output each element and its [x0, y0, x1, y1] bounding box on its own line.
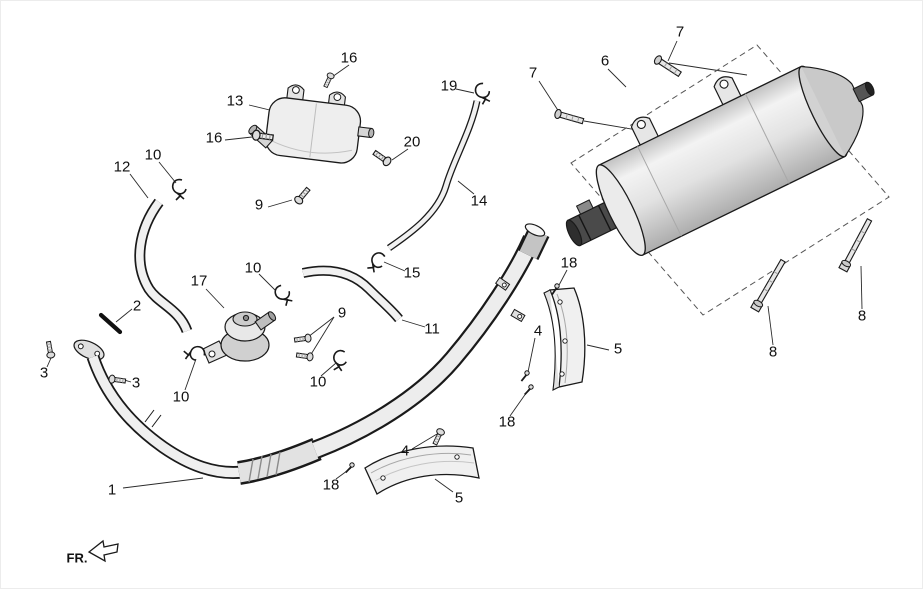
screw-9-valve-b: [295, 350, 315, 362]
callout-label: 10: [309, 373, 327, 391]
callout-label: 11: [424, 320, 440, 338]
fr-arrow-icon: [87, 539, 119, 563]
canister: [248, 84, 375, 164]
callout-label: 16: [205, 129, 223, 147]
callout-label: 18: [498, 413, 516, 431]
muffler: [565, 65, 875, 257]
callout-label: 5: [454, 489, 464, 507]
callout-label: 18: [322, 476, 340, 494]
pin-18-lower: [344, 461, 356, 476]
clip-10-hose11: [272, 282, 296, 309]
air-valve: [202, 311, 277, 364]
callout-label: 14: [470, 192, 488, 210]
clip-10-hose12: [171, 178, 187, 201]
callout-label: 10: [172, 388, 190, 406]
callout-label: 16: [340, 49, 358, 67]
fr-direction-label: FR.: [66, 550, 88, 566]
callout-label: 5: [613, 340, 623, 358]
muffler-dashed-box: [570, 44, 890, 316]
bolt-7-top: [652, 53, 683, 79]
callout-label: 18: [560, 254, 578, 272]
callout-label: 9: [337, 304, 347, 322]
stud-3-right: [107, 374, 127, 386]
callout-label: 13: [226, 92, 244, 110]
callout-label: 4: [400, 442, 410, 460]
callout-label: 1: [107, 481, 117, 499]
callout-label: 15: [403, 264, 421, 282]
bolt-8-left: [750, 257, 788, 313]
callout-label: 17: [190, 272, 208, 290]
callout-label: 3: [39, 364, 49, 382]
callout-label: 20: [403, 133, 421, 151]
callout-label: 9: [254, 196, 264, 214]
heat-shield-lower: [364, 445, 480, 495]
exhaust-flange: [73, 339, 105, 361]
callout-label: 8: [857, 307, 867, 325]
callout-label: 8: [768, 343, 778, 361]
bolt-7-left: [553, 108, 585, 127]
callout-label: 19: [440, 77, 458, 95]
tube-14: [386, 100, 481, 251]
callout-label: 4: [533, 322, 543, 340]
part-2-gasket: [98, 312, 123, 335]
clip-10-valve-left: [182, 345, 206, 362]
callout-label: 7: [528, 64, 538, 82]
screw-20: [371, 148, 394, 168]
callout-label: 2: [132, 297, 142, 315]
hose-11: [301, 265, 403, 323]
pin-18-upper-bottom: [523, 383, 535, 398]
pin-4-upper: [520, 369, 531, 384]
callout-label: 10: [244, 259, 262, 277]
screw-9-valve-a: [293, 333, 313, 345]
callout-label: 6: [600, 52, 610, 70]
screw-16-top: [321, 71, 336, 89]
callout-label: 3: [131, 374, 141, 392]
hose-12: [134, 198, 193, 334]
heat-shield-upper: [543, 287, 586, 391]
screw-9-canister: [292, 185, 313, 207]
stud-3-left: [44, 340, 56, 360]
callout-label: 12: [113, 158, 131, 176]
exhaust-pipe: [73, 223, 550, 485]
callout-label: 10: [144, 146, 162, 164]
clip-10-valve-right: [329, 348, 350, 374]
callout-label: 7: [675, 23, 685, 41]
